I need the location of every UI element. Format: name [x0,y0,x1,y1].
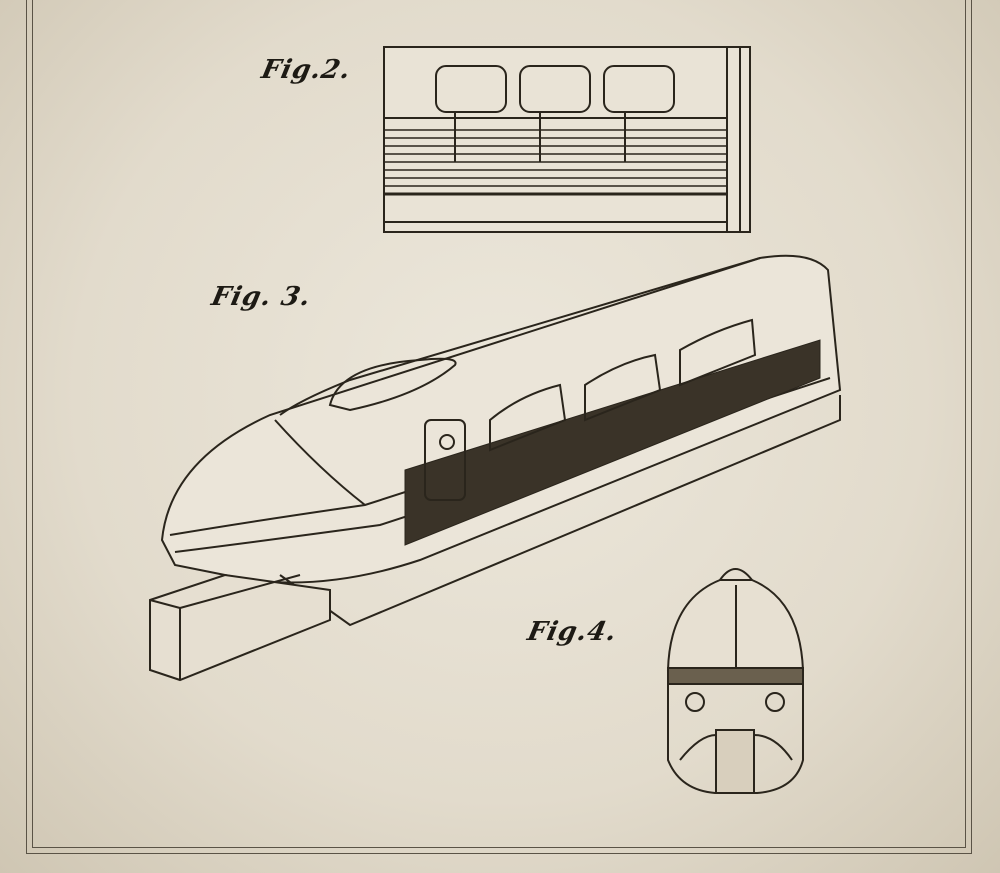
fig3-monorail-perspective [149,254,842,682]
fig4-label: Fig.4. [524,617,620,647]
fig3-label: Fig. 3. [208,282,314,312]
fig4-front-view [666,568,805,794]
border-inner [32,0,966,848]
border-outer [26,0,972,854]
fig2-label: Fig.2. [258,55,354,85]
fig2-side-view [383,46,751,233]
